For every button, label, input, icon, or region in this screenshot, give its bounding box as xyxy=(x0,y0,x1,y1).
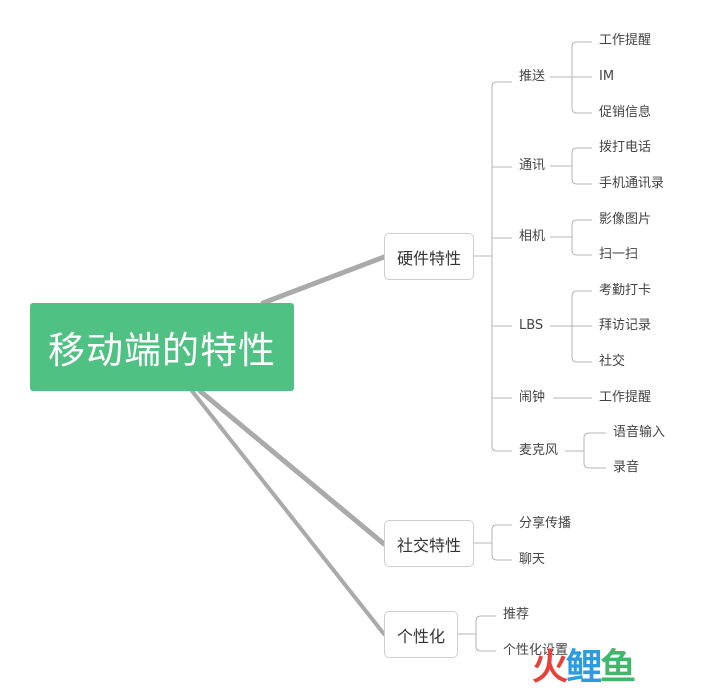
watermark-logo: 火鲤鱼 xyxy=(532,647,636,688)
leaf-visit-record[interactable]: 拜访记录 xyxy=(599,318,652,333)
bracket-camera xyxy=(550,219,592,256)
node-camera[interactable]: 相机 xyxy=(519,229,546,244)
leaf-scan[interactable]: 扫一扫 xyxy=(599,247,639,262)
node-personal-settings[interactable]: 个性化设置 xyxy=(503,643,569,658)
connector-root-personal xyxy=(190,389,386,636)
node-push[interactable]: 推送 xyxy=(519,69,546,84)
watermark-char-3: 鱼 xyxy=(600,647,636,688)
leaf-alarm-reminder[interactable]: 工作提醒 xyxy=(599,390,652,405)
bracket-personal xyxy=(458,615,496,652)
watermark-char-1: 火 xyxy=(532,647,568,688)
node-microphone[interactable]: 麦克风 xyxy=(519,443,559,458)
leaf-voice-input[interactable]: 语音输入 xyxy=(613,425,666,440)
watermark-char-2: 鲤 xyxy=(566,647,602,688)
node-recommend[interactable]: 推荐 xyxy=(503,607,530,622)
branch-hardware[interactable]: 硬件特性 xyxy=(384,233,474,280)
root-node[interactable]: 移动端的特性 xyxy=(30,303,294,391)
node-chat[interactable]: 聊天 xyxy=(519,552,546,567)
leaf-contacts[interactable]: 手机通讯录 xyxy=(599,176,665,191)
leaf-work-reminder[interactable]: 工作提醒 xyxy=(599,33,652,48)
leaf-recording[interactable]: 录音 xyxy=(613,460,640,475)
leaf-attendance[interactable]: 考勤打卡 xyxy=(599,283,652,298)
bracket-comm xyxy=(550,147,592,185)
bracket-social xyxy=(474,524,512,561)
leaf-make-call[interactable]: 拨打电话 xyxy=(599,140,652,155)
leaf-social[interactable]: 社交 xyxy=(599,354,626,369)
bracket-push xyxy=(550,41,592,114)
leaf-images[interactable]: 影像图片 xyxy=(599,212,652,227)
node-share[interactable]: 分享传播 xyxy=(519,516,572,531)
branch-social[interactable]: 社交特性 xyxy=(384,520,474,567)
leaf-im[interactable]: IM xyxy=(599,69,615,84)
leaf-promotion-info[interactable]: 促销信息 xyxy=(599,105,652,120)
connector-root-hardware xyxy=(260,254,387,306)
branch-personalization[interactable]: 个性化 xyxy=(384,611,458,658)
bracket-hardware xyxy=(474,81,498,452)
node-lbs[interactable]: LBS xyxy=(519,318,544,333)
connector-root-social xyxy=(197,388,387,547)
bracket-mic xyxy=(565,432,606,469)
bracket-lbs xyxy=(550,290,592,363)
node-communication[interactable]: 通讯 xyxy=(519,158,546,173)
node-alarm[interactable]: 闹钟 xyxy=(519,390,546,405)
